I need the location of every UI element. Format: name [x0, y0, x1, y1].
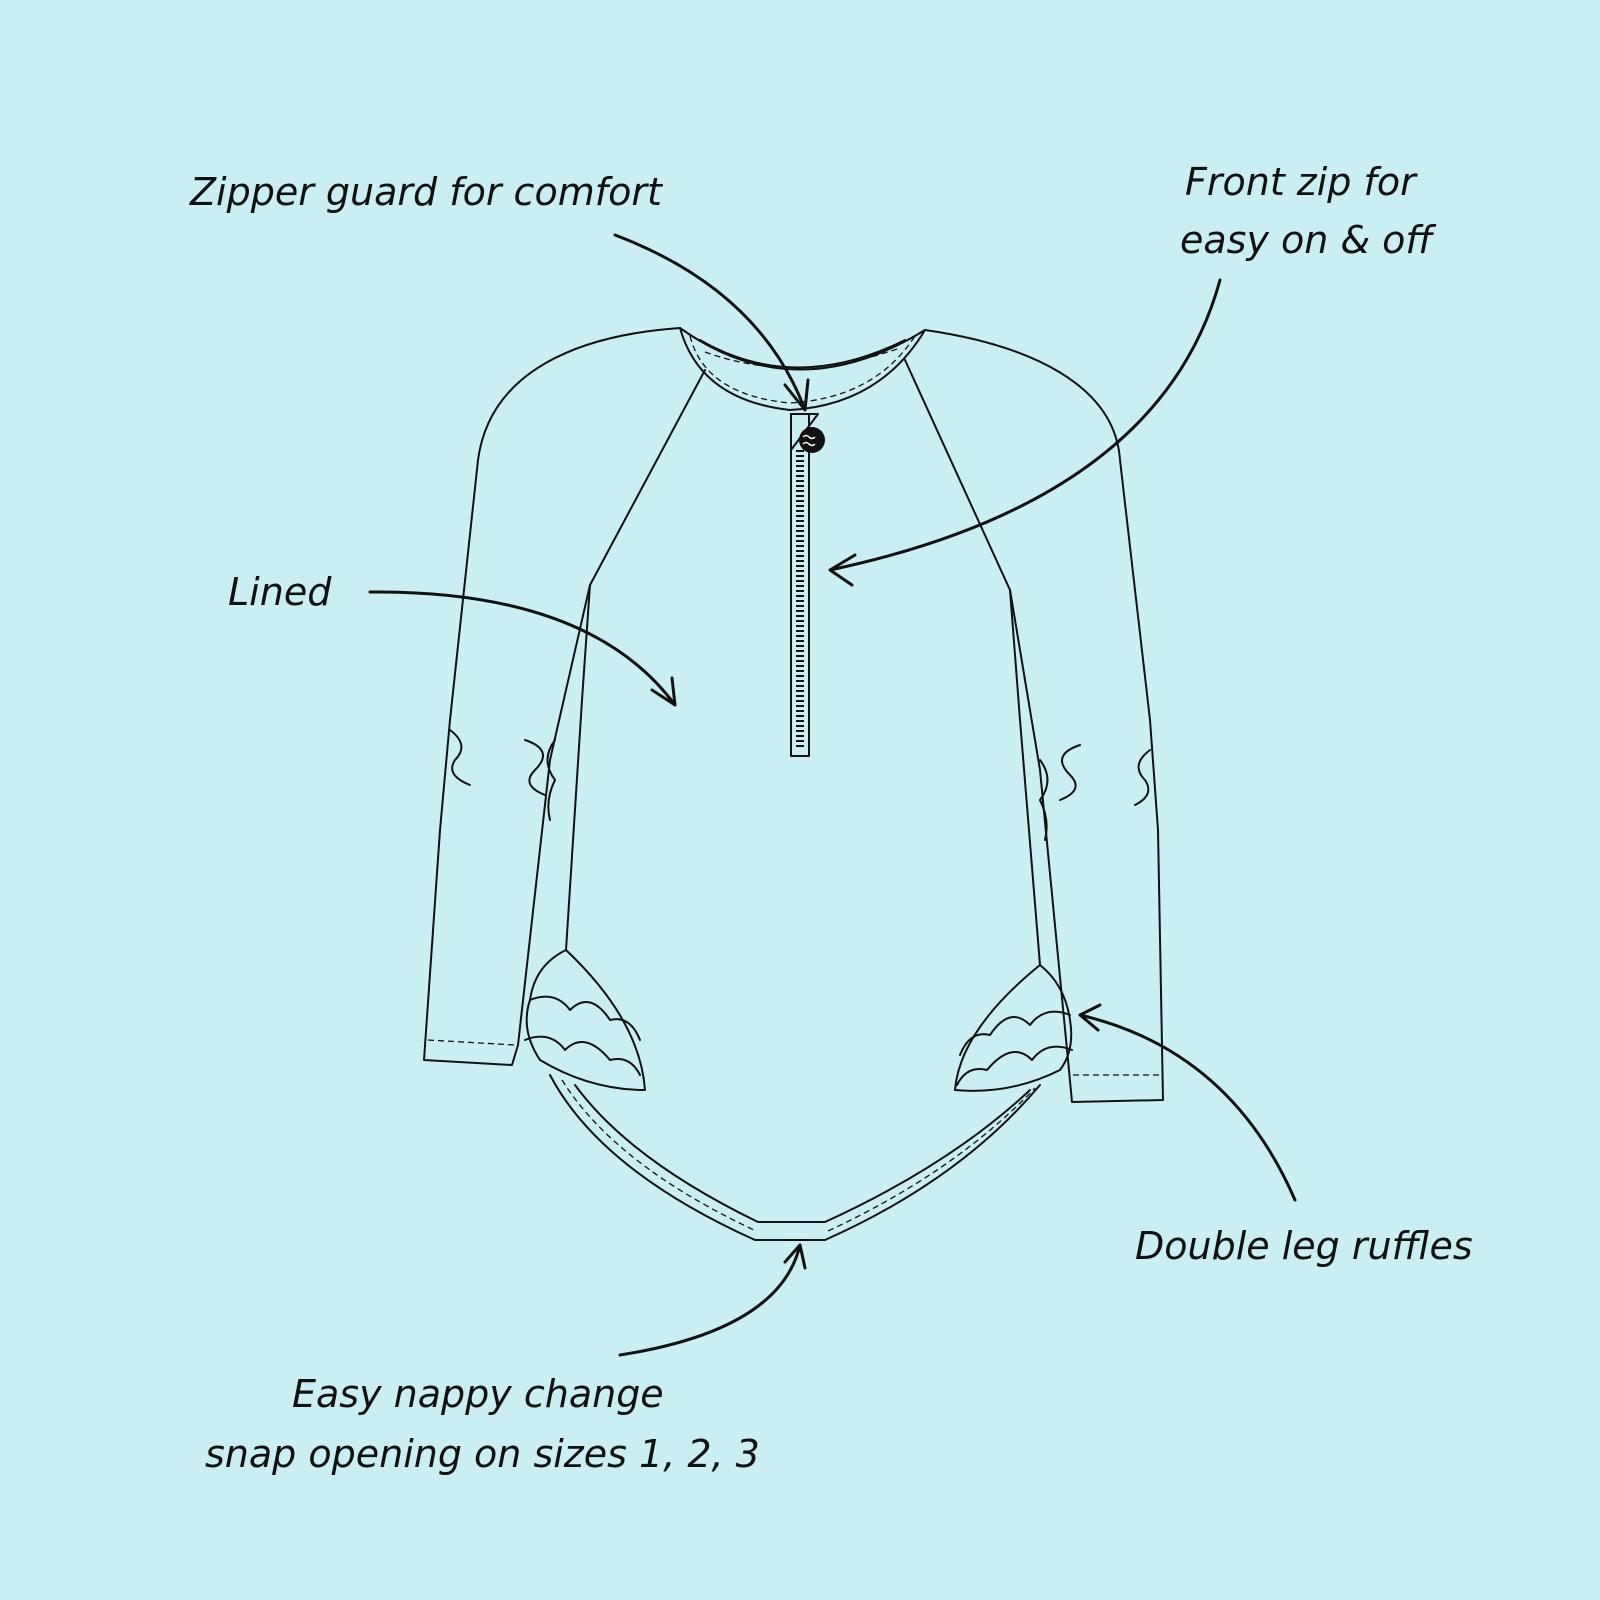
arrow-zipper-guard [613, 233, 810, 412]
arrow-lined [368, 590, 677, 707]
callout-front-zip-line2: easy on & off [1180, 218, 1433, 262]
arrow-nappy [618, 1243, 807, 1357]
callout-lined: Lined [228, 570, 332, 614]
arrow-leg-ruffles [1078, 1003, 1297, 1202]
callout-nappy-line2: snap opening on sizes 1, 2, 3 [205, 1432, 760, 1476]
arrow-front-zip [828, 278, 1222, 587]
callout-arrows [368, 233, 1297, 1357]
callout-double-leg-ruffles: Double leg ruffles [1135, 1224, 1473, 1268]
callout-front-zip-line1: Front zip for [1185, 160, 1416, 204]
callout-zipper-guard: Zipper guard for comfort [190, 170, 662, 214]
callout-nappy-line1: Easy nappy change [292, 1372, 664, 1416]
garment-outline [423, 327, 1164, 1241]
